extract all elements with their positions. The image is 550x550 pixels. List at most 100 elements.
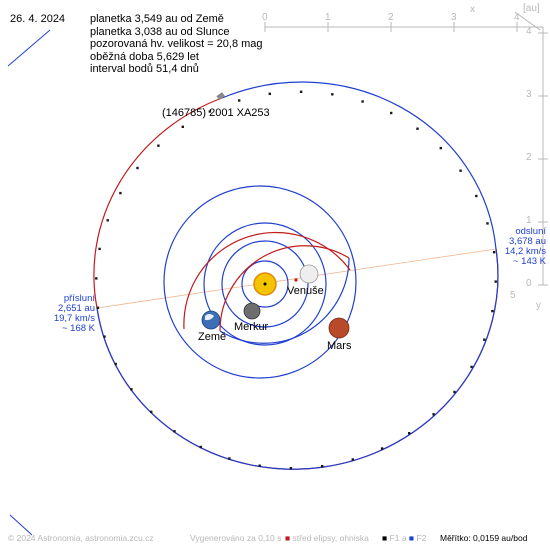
orbit-point <box>475 194 478 198</box>
orbit-point <box>483 338 486 341</box>
orbit-point <box>199 445 202 449</box>
mars-orbit-blue-part <box>219 257 350 344</box>
earth-cloud-patch <box>205 314 214 321</box>
orbit-point <box>119 191 122 195</box>
corner-marker-bottom-left <box>9 514 33 536</box>
y-tick-5: 5 <box>510 290 516 301</box>
perihelion-info: přísluní 2,651 au 19,7 km/s ~ 168 K <box>54 294 95 334</box>
orbit-point <box>459 169 462 172</box>
asteroid-marker[interactable] <box>216 92 225 101</box>
y-tick-2: 2 <box>526 152 532 163</box>
info-magnitude: pozorovaná hv. velikost = 20,8 mag <box>90 38 263 51</box>
orbit-point <box>494 280 497 283</box>
y-axis-label: y <box>536 300 541 311</box>
mars-label: Mars <box>327 340 352 352</box>
aphelion-speed: 14,2 km/s <box>504 246 546 257</box>
legend-f1-dot: ■ <box>382 533 388 543</box>
orbit-point <box>258 464 261 467</box>
aphelion-distance: 3,678 au <box>509 236 546 247</box>
asteroid-orbit-blue-part <box>96 81 499 470</box>
orbit-point <box>238 99 241 102</box>
perihelion-speed: 19,7 km/s <box>53 313 95 324</box>
mercury[interactable] <box>243 302 261 320</box>
mars-orbit-red-part <box>219 245 350 332</box>
orbit-point <box>150 410 153 414</box>
mercury-orbit <box>241 260 289 308</box>
orbit-point <box>289 467 293 470</box>
outer-orbit-red-part <box>183 231 351 330</box>
x-tick-1: 1 <box>325 12 331 23</box>
orbit-point <box>136 166 139 170</box>
orbit-point <box>390 111 393 115</box>
venus-orbit <box>221 240 309 328</box>
date-label: 26. 4. 2024 <box>10 13 66 25</box>
orbit-point <box>470 365 473 369</box>
legend-f2-label: F2 <box>416 533 427 543</box>
generated-time: Vygenerováno za 0,10 s <box>190 533 282 543</box>
orbit-point <box>299 90 303 93</box>
legend-center-dot: ■ <box>285 533 291 543</box>
orbit-point <box>98 247 101 251</box>
earth[interactable] <box>201 310 221 330</box>
info-earth-distance: planetka 3,549 au od Země <box>90 13 224 25</box>
perihelion-distance: 2,651 au <box>58 303 95 314</box>
info-point-interval: interval bodů 51,4 dnů <box>90 63 199 76</box>
y-tick-1: 1 <box>526 215 532 226</box>
orbit-point <box>321 465 324 468</box>
x-tick-3: 3 <box>451 12 457 23</box>
perihelion-title: přísluní <box>63 293 95 304</box>
orbit-point <box>486 222 489 225</box>
orbit-point <box>408 432 411 435</box>
legend-foci: ■ F1 a ■ F2 <box>382 533 426 543</box>
x-scale-bar <box>264 22 543 32</box>
orbit-point <box>268 92 271 95</box>
info-panel: planetka 3,549 au od Země planetka 3,038… <box>90 13 263 76</box>
orbit-point <box>157 144 160 147</box>
orbit-point <box>380 447 384 450</box>
orbit-point <box>351 458 354 461</box>
venus[interactable] <box>299 264 319 284</box>
venus-label: Venuše <box>287 285 324 297</box>
x-tick-2: 2 <box>388 12 394 23</box>
orbit-point <box>228 457 231 460</box>
y-tick-4: 4 <box>526 26 532 37</box>
copyright-text: © 2024 Astronomia, astronomia.zcu.cz <box>8 533 154 543</box>
orbit-point <box>361 100 364 103</box>
ellipse-center-mark <box>294 278 298 282</box>
x-axis-label: x <box>470 4 475 15</box>
orbit-point <box>173 430 176 433</box>
earth-label: Země <box>198 331 227 343</box>
orbit-point <box>96 306 100 309</box>
orbit-point <box>106 219 109 222</box>
orbit-point-markers <box>95 90 497 470</box>
legend-center: ■ střed elipsy, ohniska <box>285 533 369 543</box>
scale-text: Měřítko: 0,0159 au/bod <box>440 533 528 543</box>
aphelion-title: odsluní <box>515 226 546 237</box>
y-tick-0: 0 <box>526 278 532 289</box>
y-scale-bar <box>538 27 548 286</box>
orbit-point <box>208 110 212 113</box>
orbit-point <box>491 309 494 313</box>
legend-a-label: a <box>401 533 407 543</box>
mercury-label: Merkur <box>234 321 269 333</box>
asteroid-name-label: (146785) 2001 XA253 <box>162 107 270 119</box>
legend-f1-label: F1 <box>389 533 400 543</box>
orbit-point <box>453 390 456 394</box>
info-period: oběžná doba 5,629 let <box>90 50 199 63</box>
orbit-point <box>432 413 435 416</box>
info-sun-distance: planetka 3,038 au od Slunce <box>90 25 230 38</box>
aphelion-info: odsluní 3,678 au 14,2 km/s ~ 143 K <box>505 227 546 267</box>
unit-label: [au] <box>523 3 540 14</box>
legend-center-label: střed elipsy, ohniska <box>292 533 369 543</box>
orbit-point <box>492 251 496 254</box>
orbit-point <box>331 93 334 96</box>
inner-blue-ring <box>163 185 357 379</box>
x-tick-4: 4 <box>514 12 520 23</box>
perihelion-temp: ~ 168 K <box>61 323 95 334</box>
mars[interactable] <box>328 317 350 339</box>
y-tick-3: 3 <box>526 89 532 100</box>
orbit-point <box>114 362 117 366</box>
corner-marker-top-left <box>7 29 51 67</box>
